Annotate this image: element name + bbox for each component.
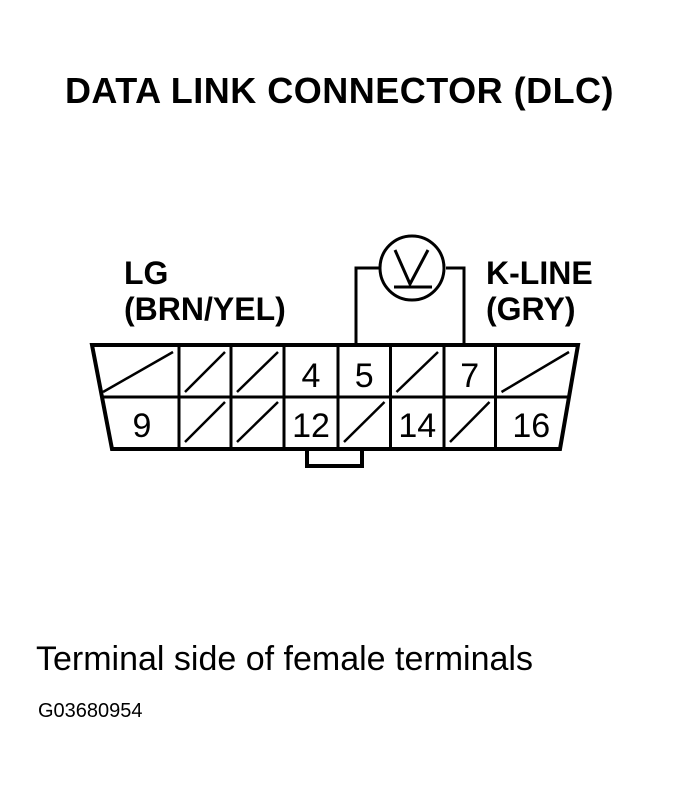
cell-dividers (177, 347, 497, 447)
figure-code: G03680954 (38, 700, 143, 722)
pin-9-label: 9 (133, 407, 152, 445)
pin-12-label: 12 (292, 407, 330, 445)
lg-label-line1: LG (124, 255, 169, 291)
top-empty-cavity-6 (395, 351, 439, 393)
connector-key-tab (305, 449, 364, 468)
lg-label: LG (BRN/YEL) (124, 255, 286, 327)
k-line-label-line2: (GRY) (486, 291, 576, 327)
bottom-empty-cavity-3 (236, 401, 279, 443)
meter-wire-left (354, 266, 380, 346)
pin-5-label: 5 (355, 357, 374, 395)
empty-cavity-marks (102, 350, 570, 443)
top-empty-cavity-2 (184, 351, 226, 393)
meter-v-glyph (393, 249, 430, 288)
pin-14-label: 14 (398, 407, 436, 445)
bottom-empty-cavity-2 (184, 401, 226, 443)
top-empty-cavity-8 (500, 350, 570, 394)
k-line-label-line1: K-LINE (486, 255, 593, 291)
bottom-empty-cavity-7 (449, 401, 491, 443)
pin-16-label: 16 (512, 407, 550, 445)
top-empty-cavity-1 (102, 350, 174, 394)
meter-wire-right (446, 266, 466, 346)
lg-label-line2: (BRN/YEL) (124, 291, 286, 327)
pin-4-label: 4 (302, 357, 321, 395)
bottom-empty-cavity-5 (343, 401, 386, 443)
voltmeter-icon (378, 234, 446, 302)
pin-7-label: 7 (460, 357, 479, 395)
diagram-title: DATA LINK CONNECTOR (DLC) (64, 70, 615, 111)
k-line-label: K-LINE (GRY) (486, 255, 593, 327)
caption: Terminal side of female terminals (36, 640, 533, 678)
top-empty-cavity-3 (236, 351, 279, 393)
